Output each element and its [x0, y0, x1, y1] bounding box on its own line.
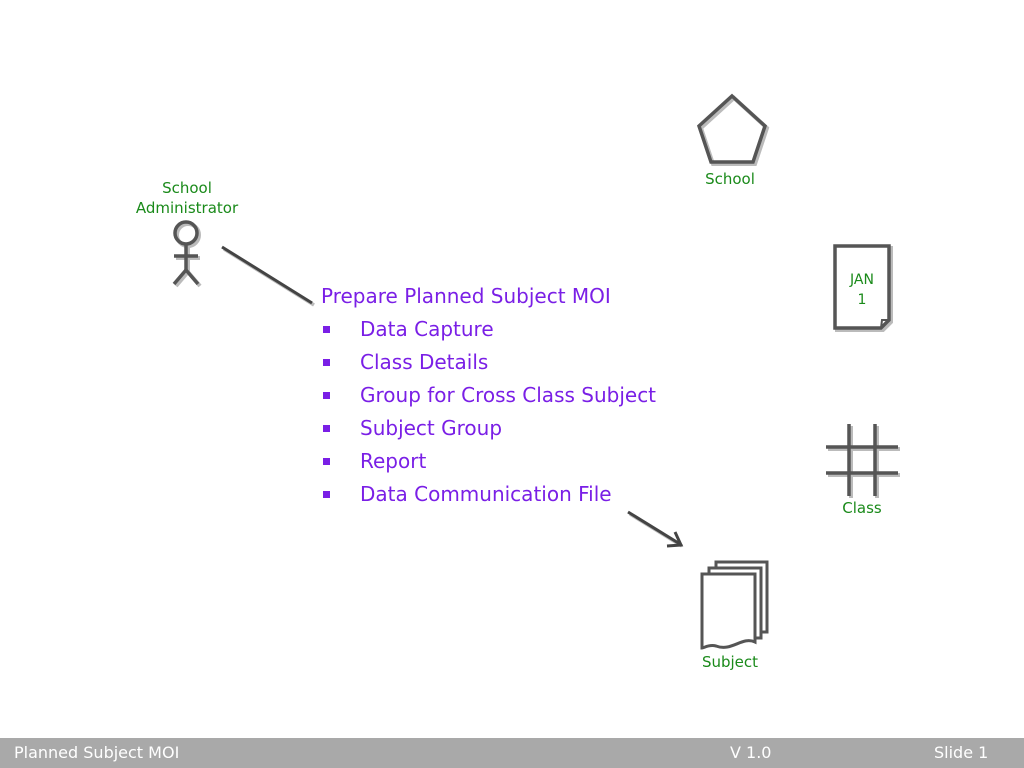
bullet-square-icon: [323, 458, 330, 465]
list-item-label: Data Communication File: [360, 482, 612, 506]
calendar-icon: [833, 244, 893, 332]
calendar-month: JAN: [850, 272, 874, 288]
slide-footer: Planned Subject MOI V 1.0 Slide 1: [0, 738, 1024, 768]
list-item-label: Subject Group: [360, 416, 503, 440]
bullet-square-icon: [323, 491, 330, 498]
school-label: School: [705, 170, 755, 188]
list-item-label: Report: [360, 449, 427, 473]
list-item: Data Communication File: [321, 478, 741, 511]
bullet-square-icon: [323, 326, 330, 333]
list-item: Data Capture: [321, 313, 741, 346]
class-label: Class: [842, 499, 882, 517]
list-item: Group for Cross Class Subject: [321, 379, 741, 412]
process-title: Prepare Planned Subject MOI: [321, 284, 611, 308]
list-item-label: Data Capture: [360, 317, 494, 341]
calendar-date: JAN 1: [836, 270, 888, 310]
footer-slide-number: Slide 1: [934, 743, 989, 762]
list-item-label: Class Details: [360, 350, 489, 374]
footer-version: V 1.0: [730, 743, 772, 762]
actor-label-line1: School: [162, 179, 212, 197]
list-item-label: Group for Cross Class Subject: [360, 383, 657, 407]
process-list: Prepare Planned Subject MOI Data Capture…: [321, 280, 741, 511]
pentagon-icon: [696, 93, 770, 166]
grid-icon: [826, 424, 900, 498]
actor-process-line-main: [221, 245, 313, 305]
bullet-square-icon: [323, 359, 330, 366]
documents-icon: [700, 560, 769, 650]
bullet-square-icon: [323, 392, 330, 399]
person-icon: [172, 220, 202, 288]
process-items: Data Capture Class Details Group for Cro…: [321, 313, 741, 511]
list-item: Subject Group: [321, 412, 741, 445]
footer-title: Planned Subject MOI: [14, 743, 180, 762]
actor-label: School Administrator: [127, 178, 247, 218]
calendar-day: 1: [857, 292, 867, 308]
subject-label: Subject: [701, 653, 759, 671]
process-subject-arrow: [627, 510, 684, 548]
bullet-square-icon: [323, 425, 330, 432]
list-item: Report: [321, 445, 741, 478]
list-item: Class Details: [321, 346, 741, 379]
actor-label-line2: Administrator: [135, 199, 239, 217]
